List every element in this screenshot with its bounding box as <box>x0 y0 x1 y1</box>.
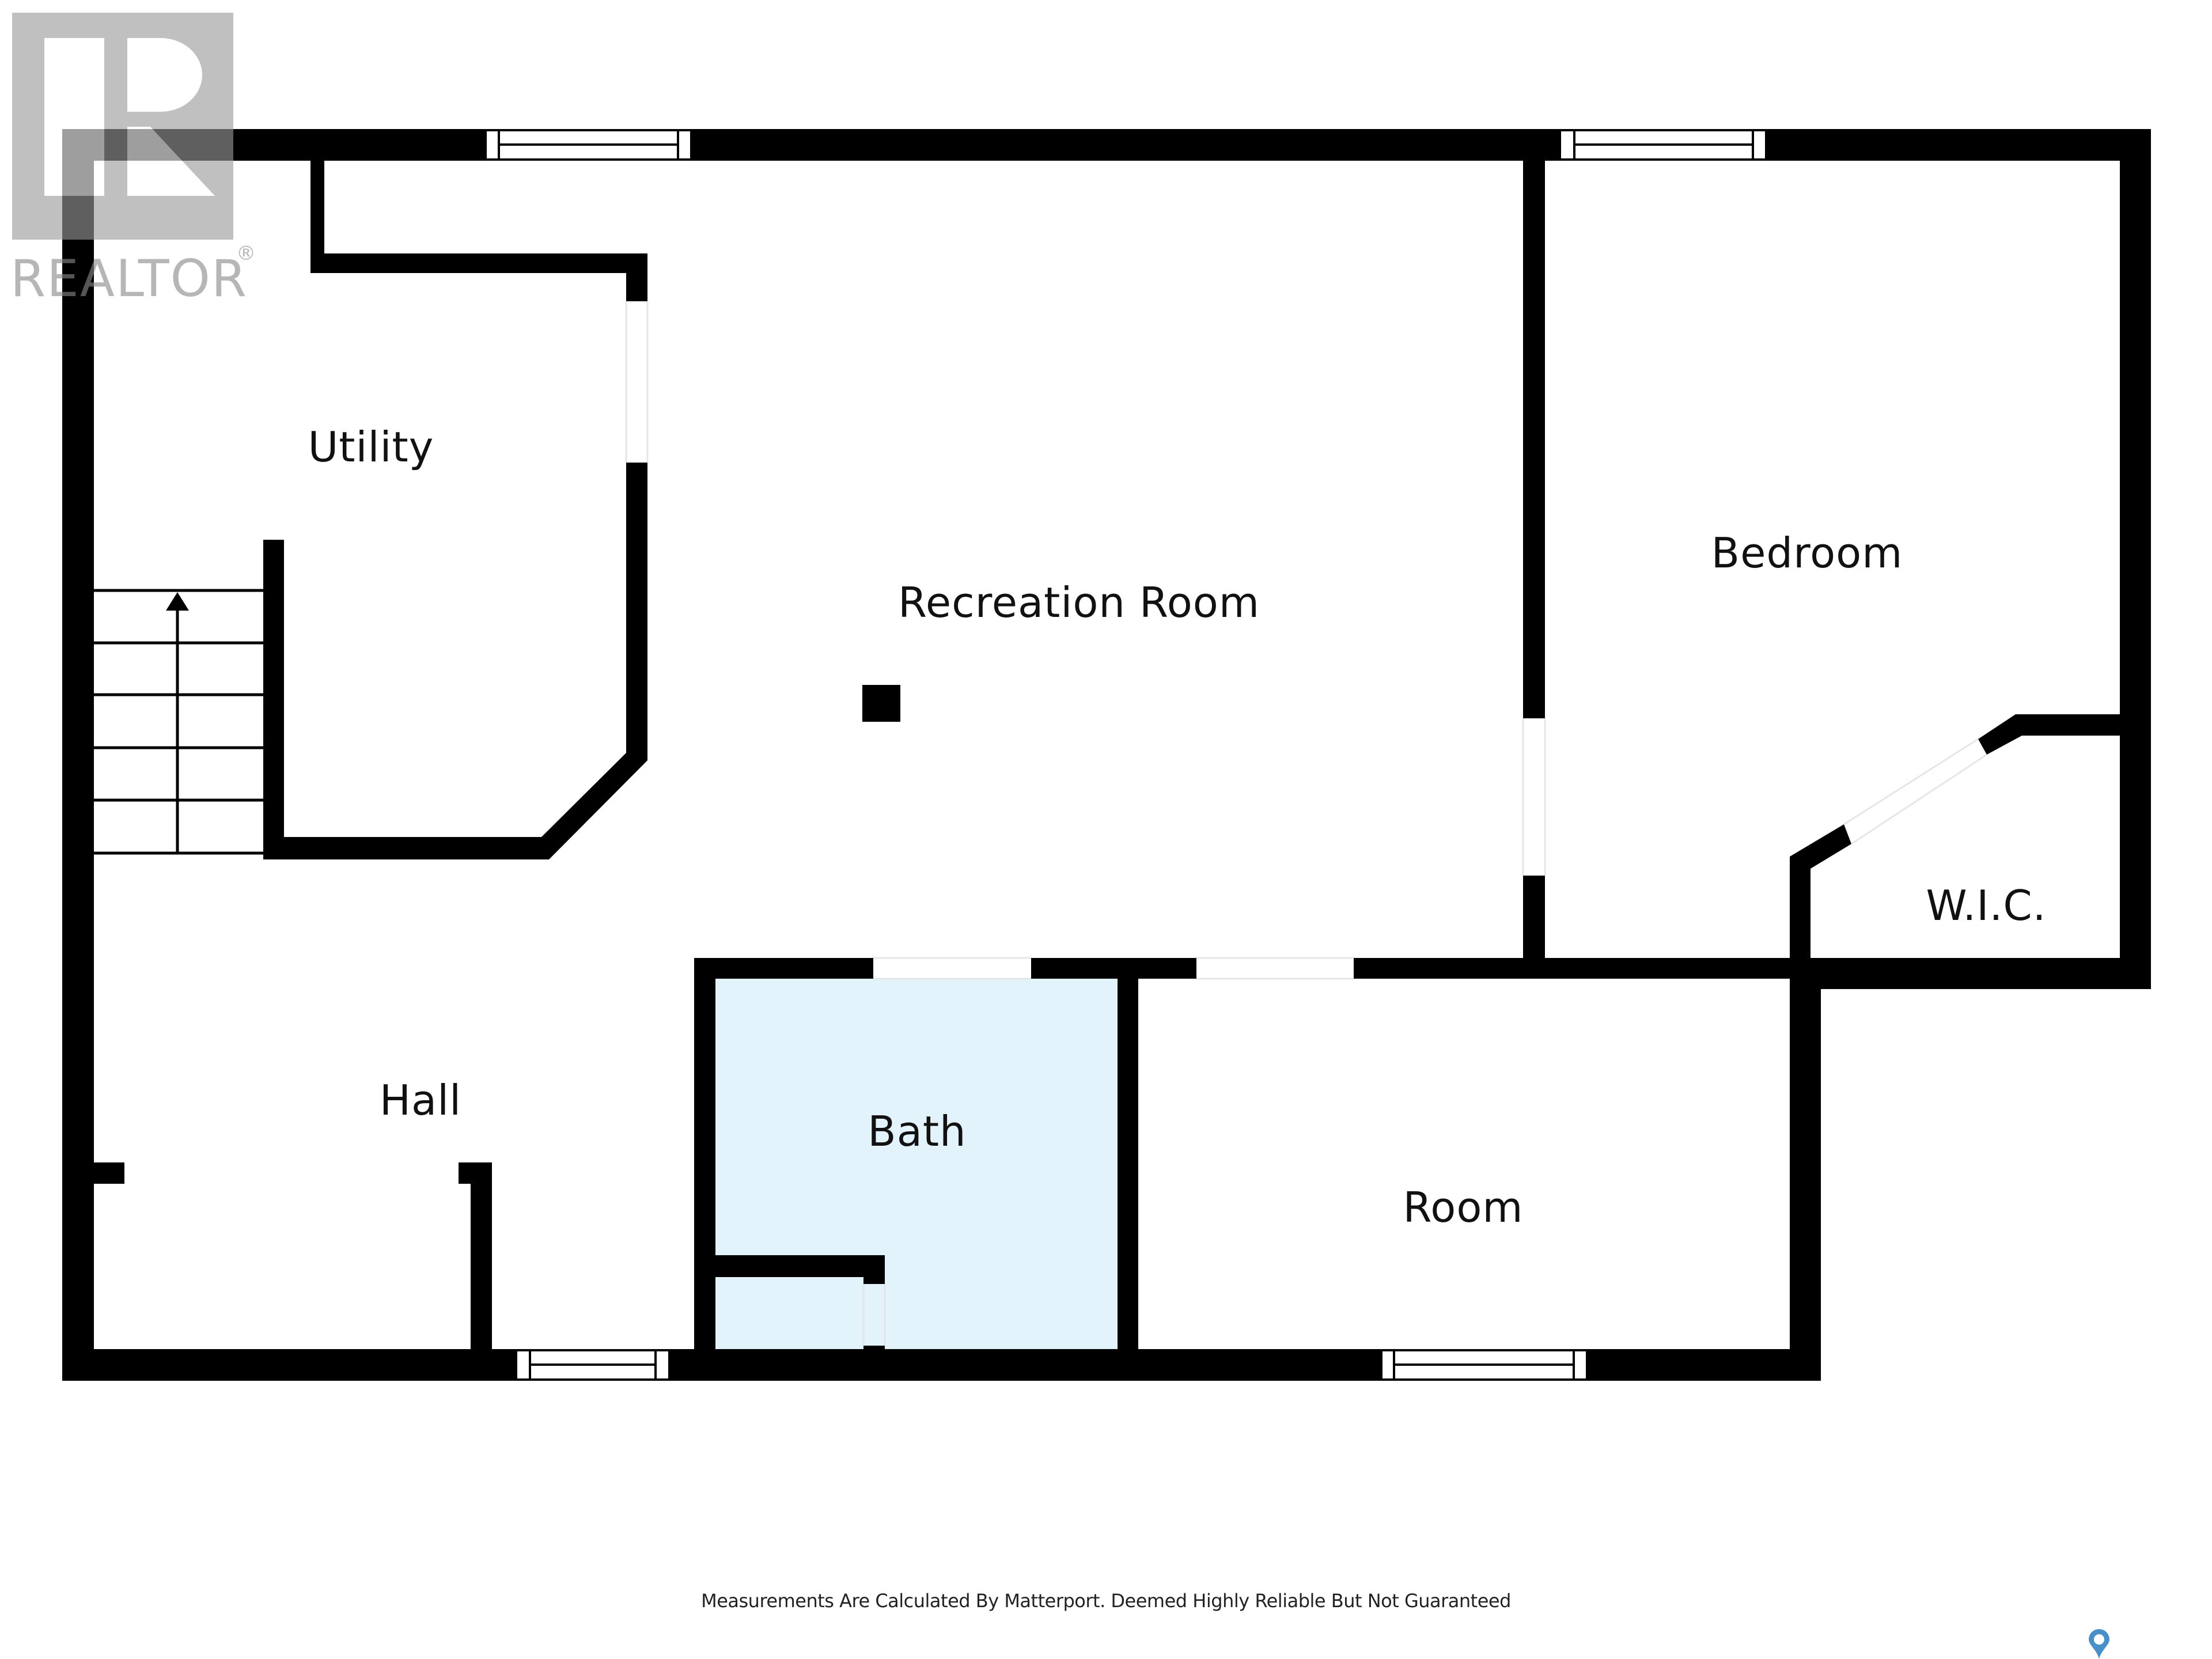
stairs <box>94 589 263 855</box>
room-label-bath: Bath <box>868 1107 967 1156</box>
registered-mark: ® <box>236 242 256 265</box>
door-openings <box>625 301 1987 1346</box>
room-label-recreation-room: Recreation Room <box>898 578 1260 627</box>
room-label-room: Room <box>1403 1183 1524 1232</box>
realtor-logo-mark <box>12 13 233 240</box>
window-bottom-hall <box>515 1349 671 1381</box>
room-label-bedroom: Bedroom <box>1711 529 1903 577</box>
window-bottom-room <box>1380 1349 1588 1381</box>
realtor-logo-text: REALTOR <box>10 249 248 308</box>
room-label-utility: Utility <box>308 423 434 471</box>
stairs-up-arrow-icon <box>166 592 189 611</box>
windows <box>484 129 1767 1381</box>
measurement-disclaimer: Measurements Are Calculated By Matterpor… <box>701 1590 1511 1612</box>
room-label-wic: W.I.C. <box>1926 881 2047 930</box>
window-top-left <box>484 129 692 161</box>
map-pin-icon[interactable] <box>2086 1628 2112 1659</box>
walls <box>62 129 2151 1381</box>
realtor-logo: REALTOR ® <box>10 12 256 308</box>
room-label-hall: Hall <box>379 1076 462 1124</box>
window-top-right <box>1559 129 1767 161</box>
pillar <box>862 685 900 722</box>
bath-floor <box>715 979 1118 1349</box>
